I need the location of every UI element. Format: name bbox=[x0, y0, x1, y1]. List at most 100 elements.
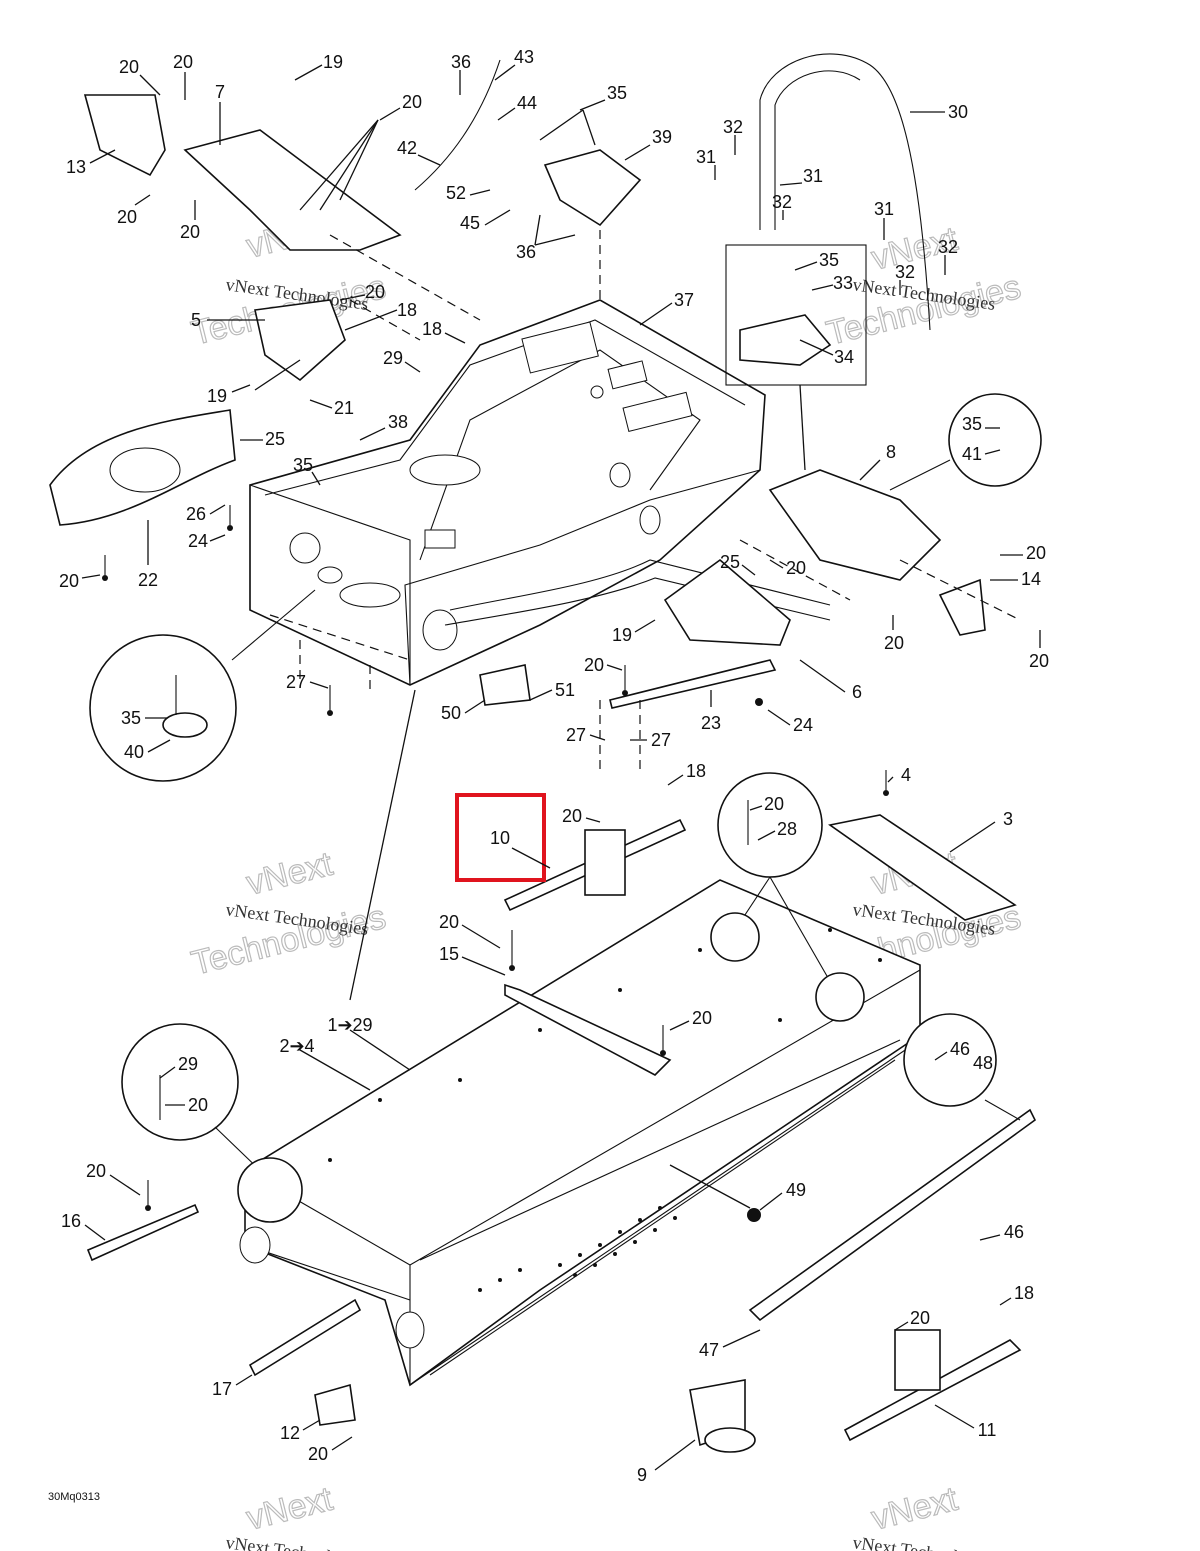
detail-circles bbox=[89, 393, 1042, 1223]
watermark-logo-3a: vNext bbox=[243, 845, 337, 903]
detail-circle-35-41 bbox=[948, 393, 1042, 487]
callout-27-54: 27 bbox=[286, 672, 306, 692]
watermark-text-5: vNext Technologies bbox=[224, 1532, 369, 1551]
callout-18-29: 18 bbox=[397, 300, 417, 320]
highlight-leader bbox=[511, 847, 551, 869]
callout-32-18: 32 bbox=[723, 117, 743, 137]
callout-20-79: 20 bbox=[86, 1161, 106, 1181]
callout-20-45: 20 bbox=[786, 558, 806, 578]
detail-circle-tunnel-right bbox=[815, 972, 865, 1022]
callout-20-66: 20 bbox=[764, 794, 784, 814]
callout-52-14: 52 bbox=[446, 183, 466, 203]
callout-32-21: 32 bbox=[772, 192, 792, 212]
callout-29-33: 29 bbox=[383, 348, 403, 368]
callout-24-60: 24 bbox=[793, 715, 813, 735]
callout-32-23: 32 bbox=[938, 237, 958, 257]
callout-25-37: 25 bbox=[265, 429, 285, 449]
drawing-code: 30Mq0313 bbox=[48, 1491, 100, 1503]
highlight-label: 10 bbox=[490, 828, 510, 848]
callout-20-53: 20 bbox=[1029, 651, 1049, 671]
callout-35-41: 35 bbox=[293, 455, 313, 475]
callout-46-82: 46 bbox=[1004, 1222, 1024, 1242]
callout-36-8: 36 bbox=[451, 52, 471, 72]
callout-35-11: 35 bbox=[607, 83, 627, 103]
fastener-marks bbox=[102, 410, 1013, 1222]
callout-20-51: 20 bbox=[884, 633, 904, 653]
callout-2-4-74: 2➔4 bbox=[279, 1036, 314, 1056]
callout-37-31: 37 bbox=[674, 290, 694, 310]
callout-20-72: 20 bbox=[692, 1008, 712, 1028]
callout-27-62: 27 bbox=[566, 725, 586, 745]
callout-26-42: 26 bbox=[186, 504, 206, 524]
detail-circle-tunnel-front bbox=[710, 912, 760, 962]
callout-19-34: 19 bbox=[207, 386, 227, 406]
callout-45-15: 45 bbox=[460, 213, 480, 233]
callout-20-28: 20 bbox=[365, 282, 385, 302]
highlight-box[interactable] bbox=[455, 793, 546, 882]
callout-11-87: 11 bbox=[978, 1420, 997, 1440]
callout-30-17: 30 bbox=[948, 102, 968, 122]
callout-43-9: 43 bbox=[514, 47, 534, 67]
callout-42-12: 42 bbox=[397, 138, 417, 158]
detail-circle-tunnel-left bbox=[237, 1157, 303, 1223]
callout-49-80: 49 bbox=[786, 1180, 806, 1200]
upper-frame bbox=[249, 299, 831, 686]
callout-39-13: 39 bbox=[652, 127, 672, 147]
leader-lines bbox=[81, 64, 1041, 1471]
tunnel bbox=[239, 879, 921, 1387]
callout-18-64: 18 bbox=[686, 761, 706, 781]
callout-20-67: 20 bbox=[562, 806, 582, 826]
callout-20-7: 20 bbox=[180, 222, 200, 242]
callout-33-26: 33 bbox=[833, 273, 853, 293]
callout-15-71: 15 bbox=[439, 944, 459, 964]
callout-8-40: 8 bbox=[886, 442, 896, 462]
callout-3-69: 3 bbox=[1003, 809, 1013, 829]
callout-4-65: 4 bbox=[901, 765, 911, 785]
callout-22-49: 22 bbox=[138, 570, 158, 590]
detail-box-33-34 bbox=[725, 244, 867, 386]
callout-47-85: 47 bbox=[699, 1340, 719, 1360]
detail-circle-46-48 bbox=[903, 1013, 997, 1107]
callout-31-22: 31 bbox=[874, 199, 894, 219]
callout-6-56: 6 bbox=[852, 682, 862, 702]
callout-19-2: 19 bbox=[323, 52, 343, 72]
callout-51-55: 51 bbox=[555, 680, 575, 700]
callout-20-89: 20 bbox=[308, 1444, 328, 1464]
callout-20-48: 20 bbox=[59, 571, 79, 591]
callout-40-61: 40 bbox=[124, 742, 144, 762]
callout-48-77: 48 bbox=[973, 1053, 993, 1073]
watermark-logo-5a: vNext bbox=[243, 1480, 337, 1538]
callout-35-25: 35 bbox=[819, 250, 839, 270]
watermark-logo-6a: vNext bbox=[868, 1480, 962, 1538]
callout-29-75: 29 bbox=[178, 1054, 198, 1074]
callout-38-36: 38 bbox=[388, 412, 408, 432]
detail-circle-29-20 bbox=[121, 1023, 239, 1141]
callout-14-47: 14 bbox=[1021, 569, 1041, 589]
callout-20-46: 20 bbox=[1026, 543, 1046, 563]
callout-20-78: 20 bbox=[188, 1095, 208, 1115]
callout-20-0: 20 bbox=[119, 57, 139, 77]
watermark-text-6: vNext Technologies bbox=[851, 1532, 996, 1551]
detail-circle-20-28 bbox=[717, 772, 823, 878]
callout-28-68: 28 bbox=[777, 819, 797, 839]
callout-18-32: 18 bbox=[422, 319, 442, 339]
callout-50-58: 50 bbox=[441, 703, 461, 723]
callout-13-5: 13 bbox=[66, 157, 86, 177]
callout-9-90: 9 bbox=[637, 1465, 647, 1485]
callout-32-24: 32 bbox=[895, 262, 915, 282]
callout-5-30: 5 bbox=[191, 310, 201, 330]
callout-31-20: 31 bbox=[803, 166, 823, 186]
callout-20-6: 20 bbox=[117, 207, 137, 227]
detail-circle-35-40 bbox=[89, 634, 237, 782]
callout-19-50: 19 bbox=[612, 625, 632, 645]
callout-12-88: 12 bbox=[280, 1423, 300, 1443]
callout-27-63: 27 bbox=[651, 730, 671, 750]
callout-35-57: 35 bbox=[121, 708, 141, 728]
callout-18-83: 18 bbox=[1014, 1283, 1034, 1303]
parts-layer bbox=[49, 53, 1037, 1453]
assembly-lines bbox=[269, 230, 1021, 775]
callout-46-76: 46 bbox=[950, 1039, 970, 1059]
callout-20-4: 20 bbox=[402, 92, 422, 112]
